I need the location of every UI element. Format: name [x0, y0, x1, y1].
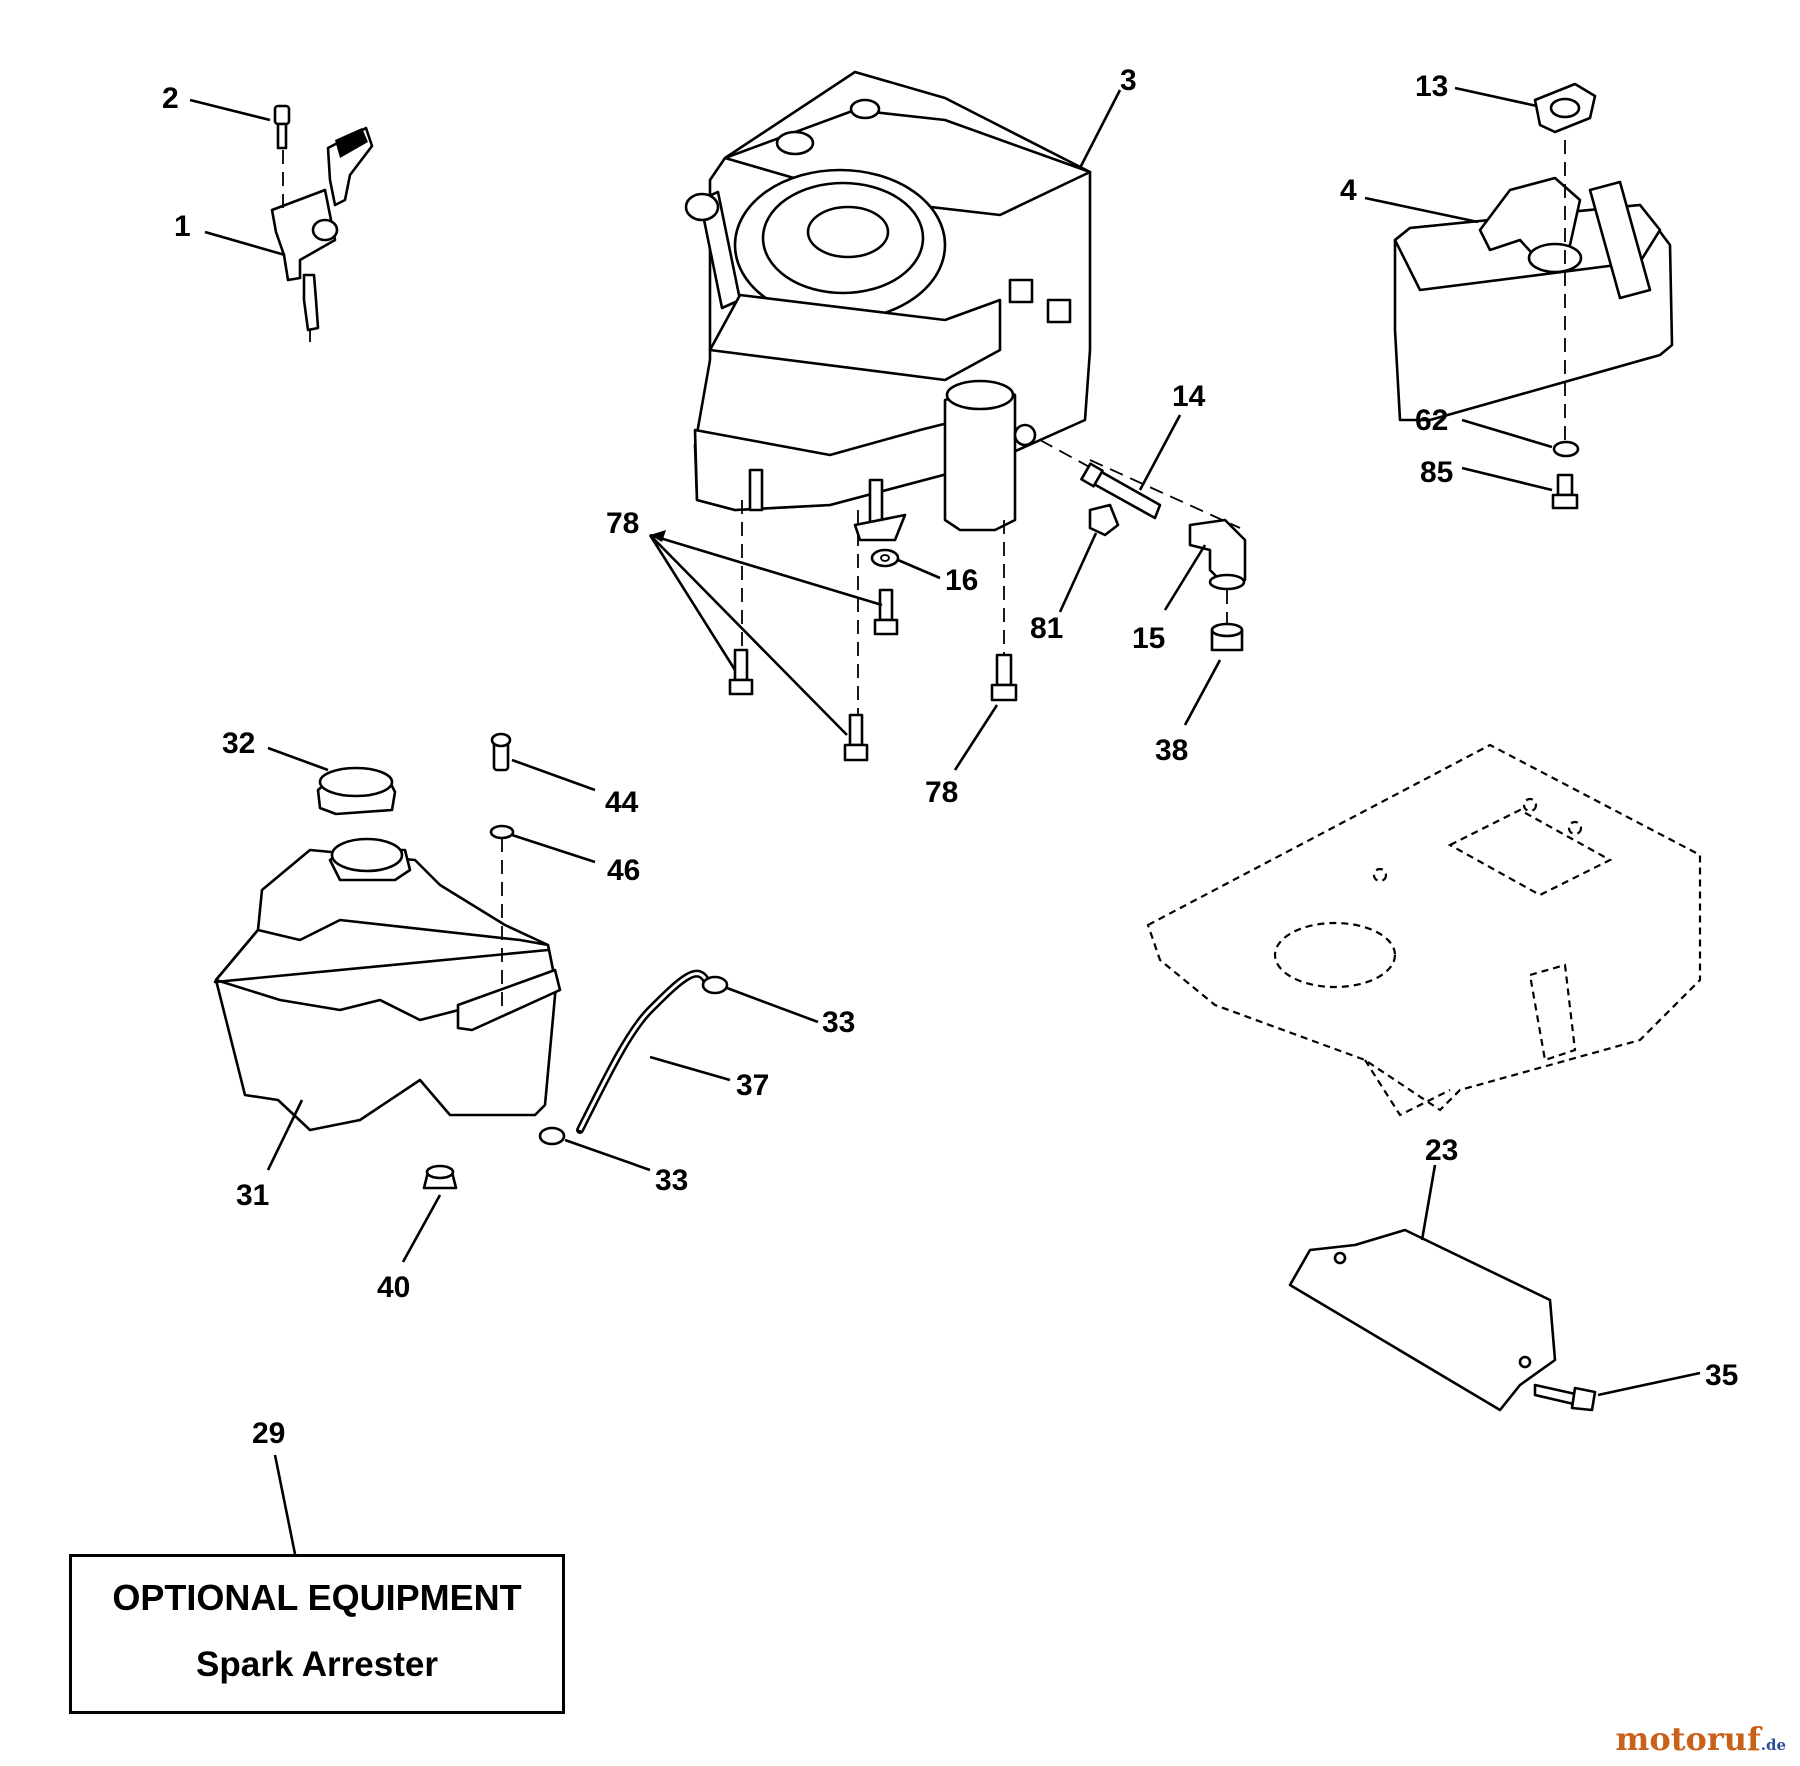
callout-37: 37: [736, 1069, 769, 1102]
callout-4: 4: [1340, 174, 1357, 207]
callout-16: 16: [945, 564, 978, 597]
callout-44: 44: [605, 786, 639, 819]
callout-40: 40: [377, 1271, 410, 1304]
callout-29: 29: [252, 1417, 285, 1450]
callout-78-left: 78: [606, 507, 639, 540]
callout-78-right: 78: [925, 776, 958, 809]
note-subtitle: Spark Arrester: [196, 1645, 438, 1684]
callout-35: 35: [1705, 1359, 1738, 1392]
callout-1: 1: [174, 210, 191, 243]
callout-33-upper: 33: [822, 1006, 855, 1039]
engine-bolts: [728, 548, 1018, 762]
shield-plate: [1288, 1228, 1597, 1412]
watermark-name: motoruf: [1615, 1720, 1761, 1758]
callout-33-lower: 33: [655, 1164, 688, 1197]
throttle-control: [270, 104, 374, 342]
fuel-tank: [213, 732, 562, 1190]
engine: [684, 70, 1092, 542]
watermark-logo: motoruf.de: [1616, 1720, 1786, 1758]
callout-46: 46: [607, 854, 640, 887]
fuel-line: [538, 969, 729, 1146]
callout-62: 62: [1415, 404, 1448, 437]
leader-lines: [189, 86, 1701, 1555]
callout-81: 81: [1030, 612, 1063, 645]
callout-31: 31: [236, 1179, 269, 1212]
exhaust-pipe-fittings: [1080, 462, 1247, 652]
callout-15: 15: [1132, 622, 1165, 655]
callout-2: 2: [162, 82, 179, 115]
optional-equipment-box: OPTIONAL EQUIPMENT Spark Arrester: [69, 1554, 565, 1714]
muffler: [1393, 82, 1674, 510]
callout-13: 13: [1415, 70, 1448, 103]
callout-32: 32: [222, 727, 255, 760]
callout-23: 23: [1425, 1134, 1458, 1167]
callout-labels: 1 2 3 4 13 14 15 16 23 29 31 32 33 33 35…: [162, 64, 1738, 1450]
chassis-frame: [1146, 743, 1702, 1117]
callout-85: 85: [1420, 456, 1453, 489]
note-title: OPTIONAL EQUIPMENT: [112, 1577, 522, 1618]
callout-38: 38: [1155, 734, 1188, 767]
watermark-tld: .de: [1760, 1736, 1786, 1754]
callout-3: 3: [1120, 64, 1137, 97]
callout-14: 14: [1172, 380, 1206, 413]
